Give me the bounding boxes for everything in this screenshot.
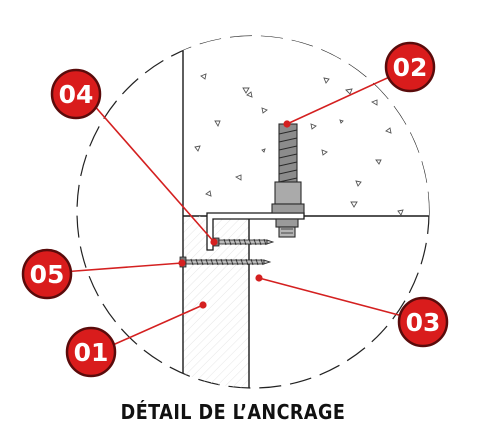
leader-dot-02	[283, 120, 291, 128]
callout-badge	[50, 68, 102, 120]
callout-label: 05	[30, 260, 65, 289]
leader-dots	[178, 120, 291, 309]
callout-04: 04	[50, 68, 102, 120]
leader-dot-03	[255, 274, 263, 282]
leader-line-04	[91, 102, 215, 243]
concrete-aggregate-marks	[194, 73, 404, 216]
leader-line-02	[286, 73, 397, 125]
callout-badge	[21, 248, 73, 300]
anchor-rod	[271, 123, 305, 238]
leader-dot-01	[199, 301, 207, 309]
callout-label: 02	[393, 53, 428, 82]
leader-lines	[61, 73, 411, 349]
leader-dot-04	[210, 238, 218, 246]
callout-02: 02	[384, 41, 436, 93]
leader-dot-05	[178, 259, 186, 267]
callout-label: 03	[406, 308, 441, 337]
callout-badge	[65, 326, 117, 378]
callout-label: 04	[59, 80, 94, 109]
leader-line-01	[105, 304, 204, 349]
callout-05: 05	[21, 248, 73, 300]
diagram-caption: DÉTAIL DE L’ANCRAGE	[120, 400, 346, 424]
callout-03: 03	[397, 296, 449, 348]
leader-line-03	[258, 277, 411, 319]
callout-01: 01	[65, 326, 117, 378]
leader-line-05	[61, 262, 183, 273]
callout-badge	[384, 41, 436, 93]
callout-label: 01	[74, 338, 109, 367]
callout-badge	[397, 296, 449, 348]
